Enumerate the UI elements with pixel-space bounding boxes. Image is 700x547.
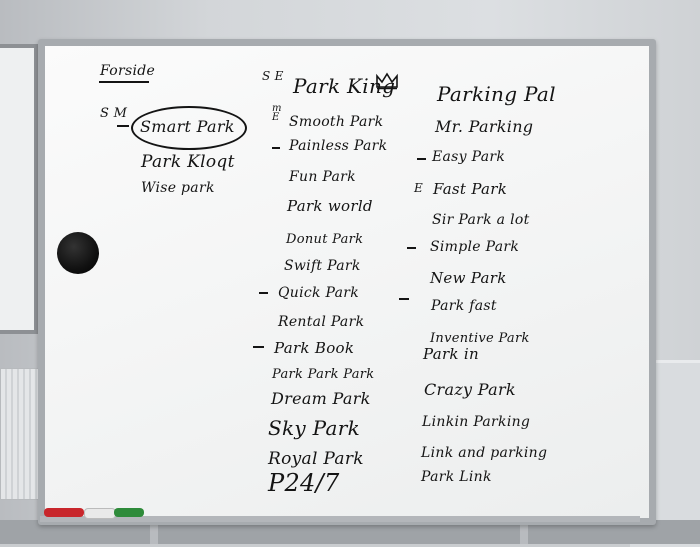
dash-mark	[407, 247, 416, 249]
initials-sm: S M	[100, 106, 128, 121]
name-sir-park-a-lot: Sir Park a lot	[432, 212, 530, 228]
selection-circle	[131, 106, 247, 150]
whiteboard-magnet[interactable]	[57, 232, 99, 274]
name-painless-park: Painless Park	[289, 138, 388, 154]
name-park-fast: Park fast	[431, 298, 497, 314]
name-swift-park: Swift Park	[284, 258, 361, 274]
dash-mark	[253, 346, 264, 348]
stand-leg	[150, 514, 158, 544]
name-mr-parking: Mr. Parking	[435, 117, 534, 136]
name-park-link: Park Link	[421, 469, 492, 485]
dash-mark	[259, 292, 268, 294]
name-new-park: New Park	[430, 269, 507, 287]
name-donut-park: Donut Park	[286, 232, 364, 247]
name-park-world: Park world	[287, 197, 373, 215]
name-rental-park: Rental Park	[278, 314, 365, 330]
crown-icon	[376, 72, 398, 90]
name-smart-park: Smart Park	[140, 117, 235, 136]
green-marker[interactable]	[114, 508, 144, 517]
board-heading: Forside	[100, 63, 156, 79]
name-wise-park: Wise park	[141, 180, 215, 196]
heading-underline	[99, 81, 149, 83]
marker-tray	[40, 516, 640, 522]
dash-mark	[272, 147, 280, 149]
name-park-kloqt: Park Kloqt	[141, 152, 235, 172]
name-park-in: Park in	[423, 345, 479, 363]
dash-mark	[399, 298, 409, 300]
name-crazy-park: Crazy Park	[424, 380, 516, 399]
adjacent-board	[0, 44, 38, 334]
dash-mark	[417, 158, 426, 160]
name-p24-7: P24/7	[268, 469, 340, 497]
name-fast-park: Fast Park	[433, 180, 508, 198]
white-marker[interactable]	[84, 508, 116, 519]
name-link-and-parking: Link and parking	[421, 445, 548, 461]
name-easy-park: Easy Park	[432, 149, 506, 165]
dash-mark	[117, 125, 129, 127]
initials-me: m E	[272, 103, 282, 123]
name-linkin-parking: Linkin Parking	[422, 414, 531, 430]
name-quick-park: Quick Park	[278, 285, 360, 301]
name-dream-park: Dream Park	[271, 389, 371, 408]
name-park-park-park: Park Park Park	[272, 367, 375, 382]
name-park-book: Park Book	[274, 339, 355, 357]
name-fun-park: Fun Park	[289, 169, 356, 185]
name-park-king: Park King	[293, 74, 396, 98]
initials-se: S E	[262, 69, 284, 83]
name-smooth-park: Smooth Park	[289, 114, 384, 130]
initials-e: E	[414, 181, 424, 195]
name-sky-park: Sky Park	[268, 416, 361, 440]
name-inventive-park: Inventive Park	[430, 331, 530, 346]
name-simple-park: Simple Park	[430, 239, 520, 255]
name-parking-pal: Parking Pal	[437, 82, 556, 106]
red-marker[interactable]	[44, 508, 84, 517]
name-royal-park: Royal Park	[268, 449, 364, 469]
stand-leg	[520, 514, 528, 544]
